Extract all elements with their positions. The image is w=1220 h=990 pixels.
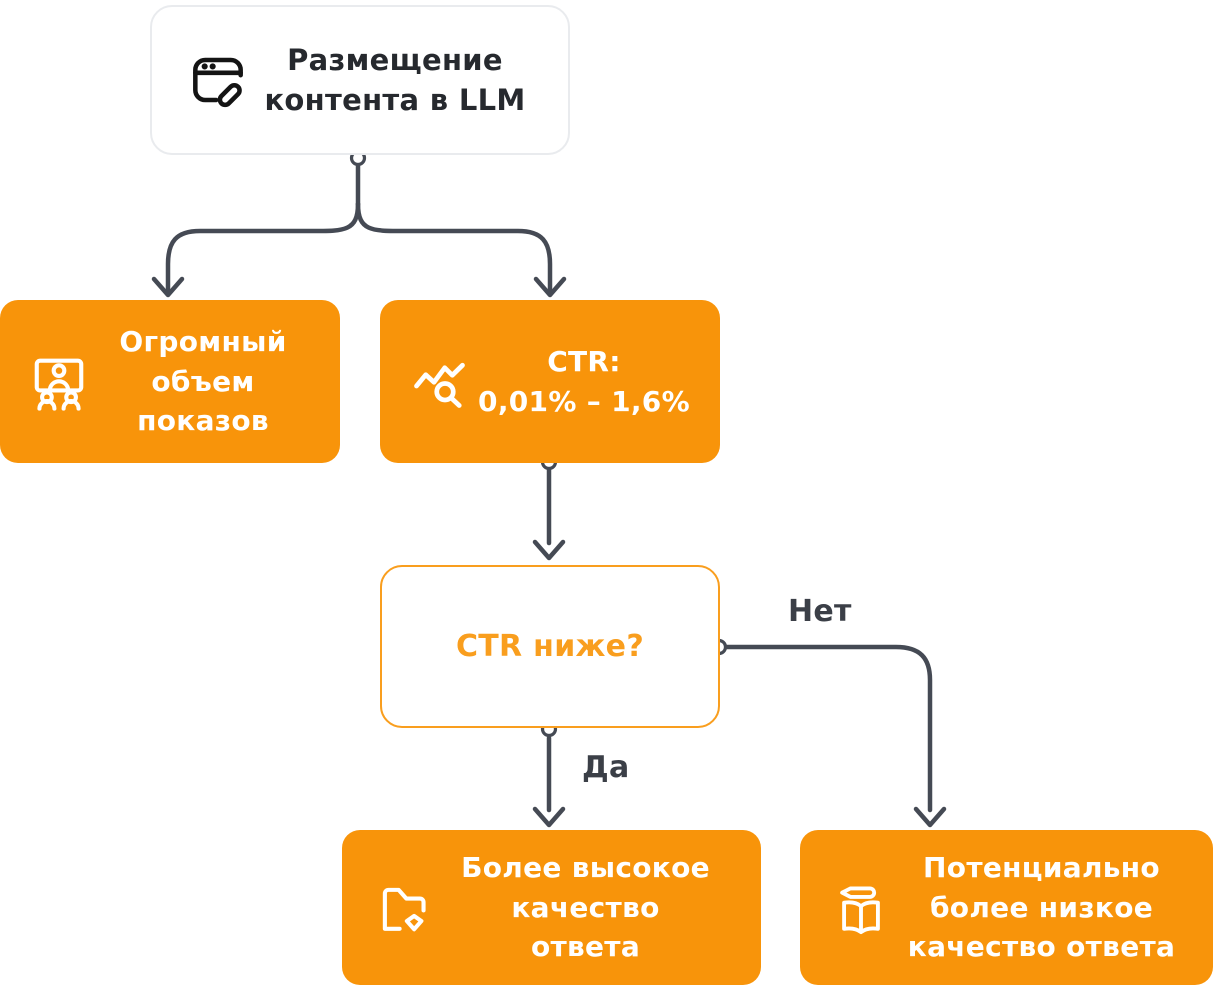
node-content-placement-label: Размещение контента в LLM: [264, 42, 526, 117]
webinar-audience-icon: [30, 353, 88, 411]
browser-edit-icon: [186, 48, 250, 112]
node-higher-answer-quality: Более высокое качество ответа: [342, 830, 761, 985]
node-huge-impressions-label: Огромный объем показов: [119, 324, 287, 438]
arrowhead-lower-quality: [913, 806, 947, 828]
node-lower-answer-quality: Потенциально более низкое качество ответ…: [800, 830, 1213, 985]
node-lower-answer-quality-label: Потенциально более низкое качество ответ…: [907, 850, 1176, 964]
trend-search-icon: [410, 352, 470, 412]
edge-label-no: Нет: [788, 594, 852, 629]
node-ctr-range-label: CTR: 0,01% – 1,6%: [478, 344, 690, 418]
node-decision-ctr-lower: CTR ниже?: [380, 565, 720, 728]
folder-gem-icon: [374, 879, 432, 937]
node-decision-ctr-lower-label: CTR ниже?: [455, 629, 645, 664]
edge-decision-no: [724, 644, 933, 813]
edge-label-yes: Да: [582, 750, 630, 785]
book-pencil-icon: [832, 879, 890, 937]
edge-root-to-impressions: [165, 201, 361, 295]
arrowhead-impressions: [151, 276, 185, 298]
node-ctr-range: CTR: 0,01% – 1,6%: [380, 300, 720, 463]
node-content-placement: Размещение контента в LLM: [150, 5, 570, 155]
arrowhead-higher-quality: [532, 806, 566, 828]
node-huge-impressions: Огромный объем показов: [0, 300, 340, 463]
arrowhead-decision: [532, 539, 566, 561]
arrowhead-ctr: [533, 276, 567, 298]
node-higher-answer-quality-label: Более высокое качество ответа: [461, 850, 710, 964]
edge-root-to-ctr: [355, 201, 553, 295]
